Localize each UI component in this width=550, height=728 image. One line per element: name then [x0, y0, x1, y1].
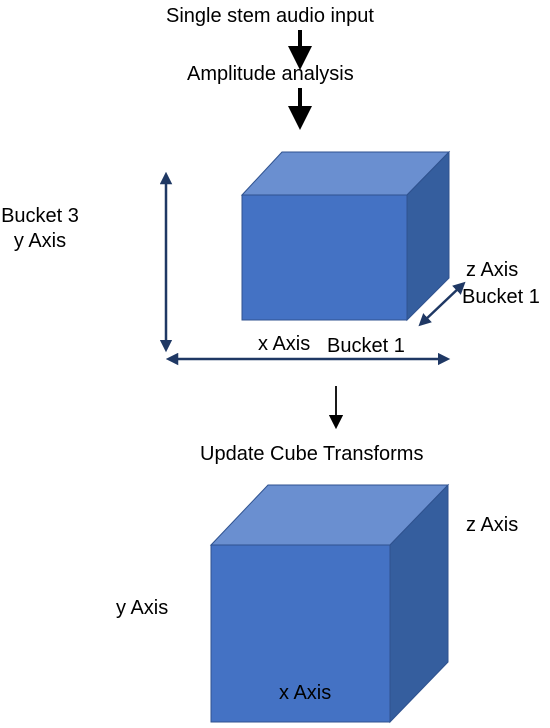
bottom-z-axis-label: z Axis — [466, 514, 519, 536]
bottom-cube-front-face — [210, 544, 391, 723]
step-analysis-label: Amplitude analysis — [187, 63, 354, 85]
x-bucket-label: Bucket 1 — [327, 335, 405, 357]
top-cube — [240, 150, 451, 322]
x-axis-label: x Axis — [258, 333, 311, 355]
z-axis-arrow — [418, 281, 466, 327]
bottom-cube — [209, 483, 450, 724]
y-axis-label: y Axis — [13, 230, 67, 252]
z-axis-label: z Axis — [466, 259, 519, 281]
bottom-y-axis-label: y Axis — [116, 597, 169, 619]
y-bucket-label: Bucket 3 — [1, 205, 79, 227]
z-bucket-label: Bucket 1 — [462, 286, 540, 308]
top-cube-front-face — [241, 194, 408, 321]
bottom-x-axis-label: x Axis — [279, 682, 332, 704]
step-input-label: Single stem audio input — [166, 5, 374, 27]
step-update-label: Update Cube Transforms — [200, 443, 424, 465]
